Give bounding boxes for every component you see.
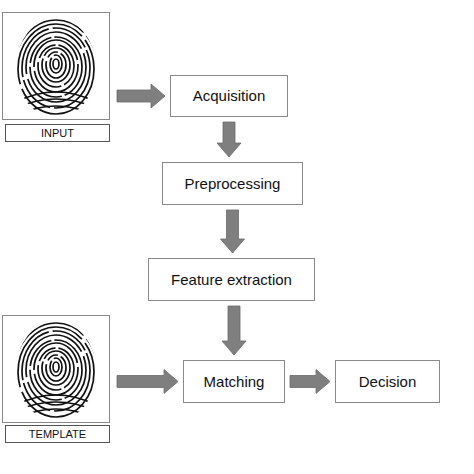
block-arrow	[221, 210, 245, 253]
process-box: Matching	[183, 360, 285, 403]
fingerprint-image	[2, 12, 110, 120]
box-label: Decision	[359, 373, 417, 390]
block-arrow	[117, 84, 165, 108]
process-box: Acquisition	[170, 75, 288, 117]
block-arrow	[222, 306, 246, 355]
fingerprint-image	[2, 315, 110, 423]
block-arrow	[290, 370, 330, 394]
block-arrow	[117, 370, 178, 394]
box-label: Matching	[204, 373, 265, 390]
image-label: INPUT	[5, 124, 110, 142]
process-box: Decision	[335, 360, 440, 403]
box-label: Preprocessing	[185, 175, 281, 192]
box-label: Feature extraction	[171, 271, 292, 288]
process-box: Preprocessing	[162, 162, 303, 205]
block-arrow	[217, 122, 241, 157]
fingerprint-panel: INPUT	[2, 10, 112, 142]
process-box: Feature extraction	[148, 258, 315, 301]
image-label: TEMPLATE	[5, 425, 110, 443]
box-label: Acquisition	[193, 87, 266, 104]
fingerprint-panel: TEMPLATE	[2, 313, 112, 443]
